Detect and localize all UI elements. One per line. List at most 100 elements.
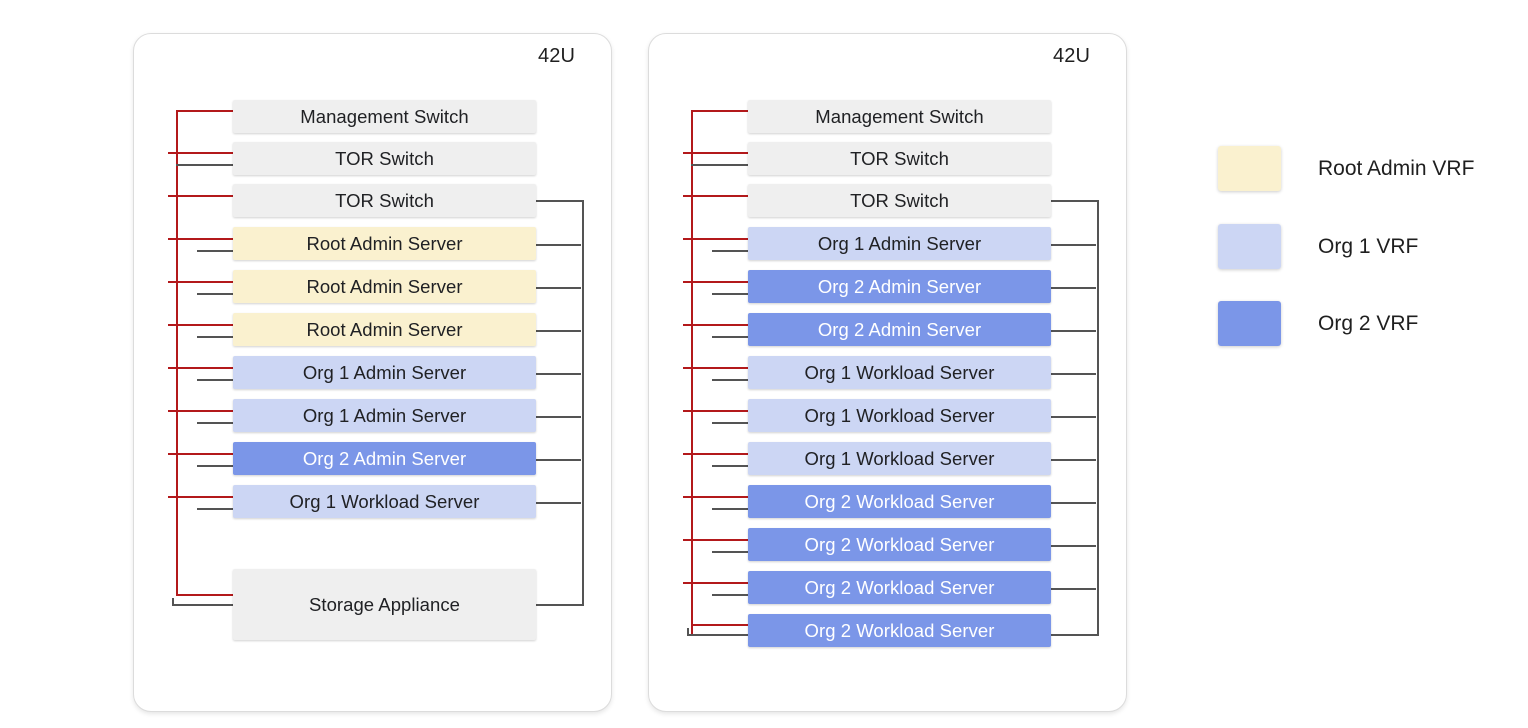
device-left-9[interactable]: Org 1 Workload Server (233, 485, 536, 518)
legend-swatch-org1-vrf (1218, 224, 1281, 269)
uplink-stub-right-8 (1051, 459, 1096, 461)
mgmt-cable-right-0 (691, 110, 749, 112)
uplink-stub-right-6 (1051, 373, 1096, 375)
data-cable-left-6 (197, 379, 234, 381)
mgmt-cable-left-4 (168, 281, 234, 283)
uplink-stub-right-3 (1051, 244, 1096, 246)
uplink-bus-right (1097, 200, 1099, 636)
mgmt-cable-left-5 (168, 324, 234, 326)
legend-label-root-admin-vrf: Root Admin VRF (1318, 156, 1475, 180)
mgmt-cable-left-2 (168, 195, 234, 197)
mgmt-cable-left-0 (176, 110, 234, 112)
device-right-0[interactable]: Management Switch (748, 100, 1051, 133)
data-cable-right-10 (712, 551, 749, 553)
mgmt-cable-right-7 (683, 410, 749, 412)
device-right-6[interactable]: Org 1 Workload Server (748, 356, 1051, 389)
mgmt-cable-right-5 (683, 324, 749, 326)
data-cable-left-8 (197, 465, 234, 467)
data-cable-left-storage (172, 604, 234, 606)
data-cable-right-11 (712, 594, 749, 596)
mgmt-cable-right-9 (683, 496, 749, 498)
device-left-1[interactable]: TOR Switch (233, 142, 536, 175)
mgmt-cable-right-12 (691, 624, 749, 626)
uplink-stub-right-7 (1051, 416, 1096, 418)
device-right-5[interactable]: Org 2 Admin Server (748, 313, 1051, 346)
legend-item-org1-vrf: Org 1 VRF (1218, 224, 1418, 269)
uplink-stub-left-9 (536, 502, 581, 504)
uplink-stub-left-8 (536, 459, 581, 461)
data-cable-left-3 (197, 250, 234, 252)
mgmt-bus-right (691, 110, 693, 634)
device-right-1[interactable]: TOR Switch (748, 142, 1051, 175)
rack-left-capacity-label: 42U (538, 45, 575, 67)
device-right-11[interactable]: Org 2 Workload Server (748, 571, 1051, 604)
device-right-9[interactable]: Org 2 Workload Server (748, 485, 1051, 518)
mgmt-cable-left-3 (168, 238, 234, 240)
mgmt-cable-left-9 (168, 496, 234, 498)
uplink-top-right (1051, 200, 1099, 202)
uplink-top-left (536, 200, 584, 202)
mgmt-cable-right-11 (683, 582, 749, 584)
uplink-stub-left-5 (536, 330, 581, 332)
uplink-bottom-right (1051, 634, 1099, 636)
legend-label-org2-vrf: Org 2 VRF (1318, 311, 1419, 335)
device-right-10[interactable]: Org 2 Workload Server (748, 528, 1051, 561)
data-cable-right-12 (687, 634, 749, 636)
uplink-bottom-left (536, 604, 584, 606)
device-left-4[interactable]: Root Admin Server (233, 270, 536, 303)
uplink-stub-left-6 (536, 373, 581, 375)
uplink-stub-right-5 (1051, 330, 1096, 332)
data-cable-left-tor1 (176, 164, 234, 166)
device-left-10[interactable]: Storage Appliance (233, 569, 536, 640)
device-right-7[interactable]: Org 1 Workload Server (748, 399, 1051, 432)
data-bus-right-lower (687, 628, 689, 636)
mgmt-cable-right-2 (683, 195, 749, 197)
mgmt-bus-left (176, 110, 178, 594)
data-cable-right-5 (712, 336, 749, 338)
legend-swatch-root-admin-vrf (1218, 146, 1281, 191)
data-cable-left-4 (197, 293, 234, 295)
device-right-12[interactable]: Org 2 Workload Server (748, 614, 1051, 647)
mgmt-cable-left-6 (168, 367, 234, 369)
mgmt-cable-left-7 (168, 410, 234, 412)
uplink-stub-right-9 (1051, 502, 1096, 504)
data-cable-left-5 (197, 336, 234, 338)
legend-swatch-org2-vrf (1218, 301, 1281, 346)
uplink-stub-left-7 (536, 416, 581, 418)
uplink-stub-right-4 (1051, 287, 1096, 289)
device-left-7[interactable]: Org 1 Admin Server (233, 399, 536, 432)
data-cable-right-8 (712, 465, 749, 467)
data-cable-left-9 (197, 508, 234, 510)
uplink-stub-right-10 (1051, 545, 1096, 547)
data-cable-right-tor1 (691, 164, 749, 166)
data-cable-left-7 (197, 422, 234, 424)
device-right-3[interactable]: Org 1 Admin Server (748, 227, 1051, 260)
mgmt-cable-right-1 (683, 152, 749, 154)
data-cable-right-6 (712, 379, 749, 381)
device-left-0[interactable]: Management Switch (233, 100, 536, 133)
device-right-8[interactable]: Org 1 Workload Server (748, 442, 1051, 475)
device-left-6[interactable]: Org 1 Admin Server (233, 356, 536, 389)
device-left-2[interactable]: TOR Switch (233, 184, 536, 217)
legend-item-root-admin-vrf: Root Admin VRF (1218, 146, 1474, 191)
data-cable-right-3 (712, 250, 749, 252)
mgmt-cable-left-8 (168, 453, 234, 455)
uplink-stub-left-3 (536, 244, 581, 246)
data-cable-right-9 (712, 508, 749, 510)
mgmt-cable-right-8 (683, 453, 749, 455)
device-right-2[interactable]: TOR Switch (748, 184, 1051, 217)
mgmt-cable-right-3 (683, 238, 749, 240)
device-left-8[interactable]: Org 2 Admin Server (233, 442, 536, 475)
mgmt-cable-left-storage (176, 594, 234, 596)
rack-right-capacity-label: 42U (1053, 45, 1090, 67)
mgmt-cable-left-1 (168, 152, 234, 154)
device-right-4[interactable]: Org 2 Admin Server (748, 270, 1051, 303)
device-left-3[interactable]: Root Admin Server (233, 227, 536, 260)
data-cable-right-4 (712, 293, 749, 295)
mgmt-cable-right-10 (683, 539, 749, 541)
uplink-stub-left-4 (536, 287, 581, 289)
device-left-5[interactable]: Root Admin Server (233, 313, 536, 346)
legend-item-org2-vrf: Org 2 VRF (1218, 301, 1418, 346)
data-bus-left-lower (172, 598, 174, 606)
